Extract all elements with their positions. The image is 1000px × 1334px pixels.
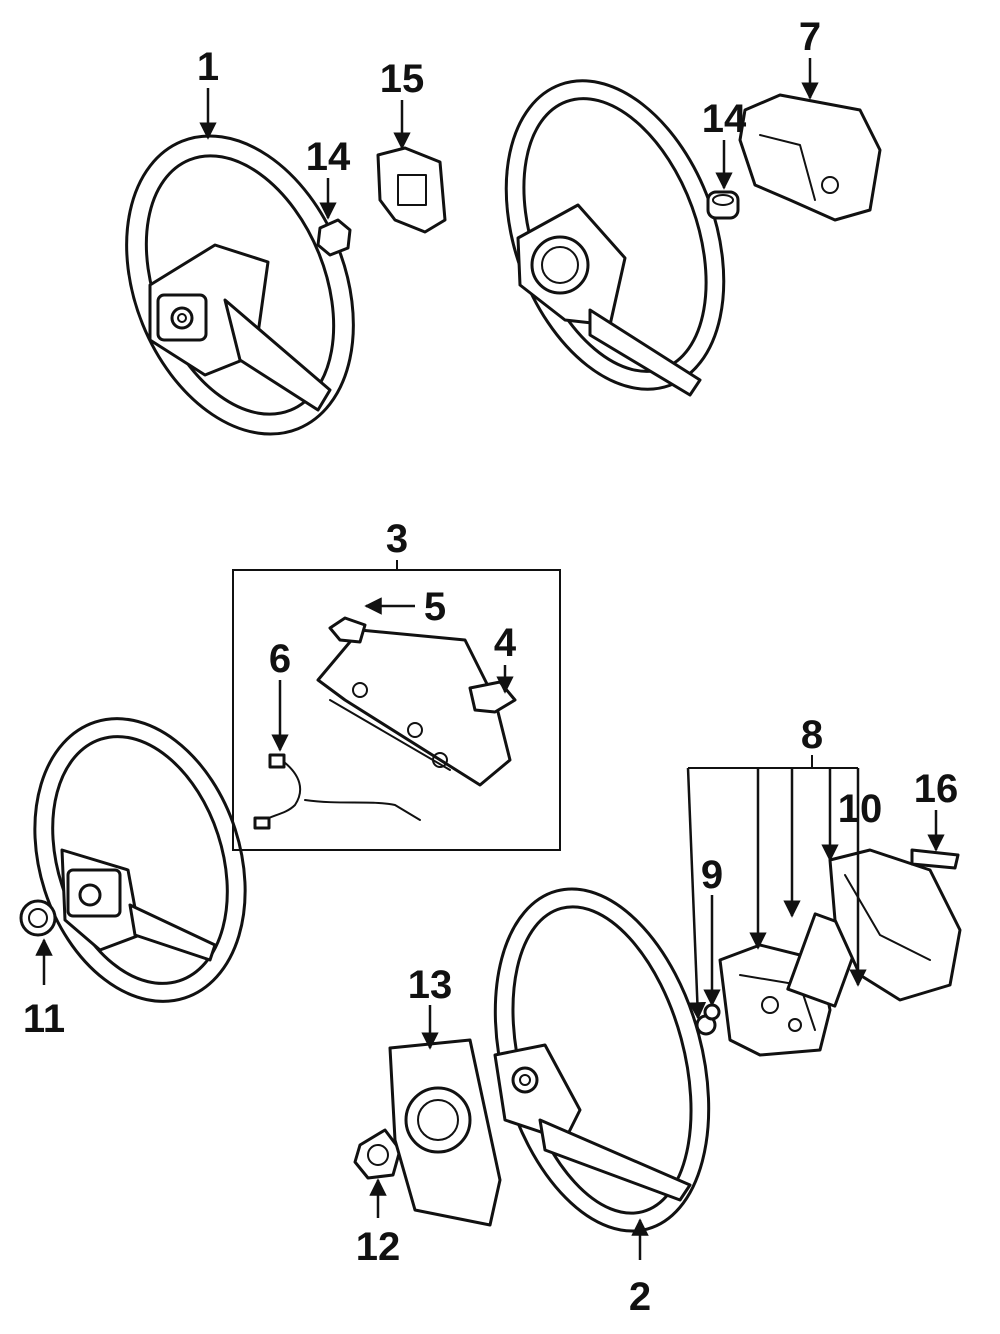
steering-wheel-top-right <box>504 79 726 397</box>
callout-13: 13 <box>408 963 453 1007</box>
nut-14-right <box>706 190 740 220</box>
callout-11: 11 <box>23 997 65 1041</box>
steering-wheel-1 <box>125 134 355 436</box>
steering-wheel-middle-left <box>33 717 247 1003</box>
steering-wheel-2 <box>493 887 711 1233</box>
plate-13 <box>388 1038 502 1227</box>
callout-16: 16 <box>914 767 959 811</box>
callout-14-left: 14 <box>306 135 351 179</box>
callout-15: 15 <box>380 57 425 101</box>
horn-pad-10 <box>828 848 962 1002</box>
nut-14-left <box>316 218 352 257</box>
callout-3: 3 <box>386 517 408 561</box>
callout-10: 10 <box>838 787 883 831</box>
horn-pad-3 <box>316 628 512 787</box>
retainer-11 <box>19 899 57 937</box>
callout-2: 2 <box>629 1275 651 1319</box>
horn-pad-kit-box <box>232 560 561 851</box>
callout-1: 1 <box>197 45 219 89</box>
nut-9 <box>695 1003 721 1036</box>
retainer-12 <box>353 1128 402 1180</box>
callout-12: 12 <box>356 1225 401 1269</box>
callout-7: 7 <box>799 15 821 59</box>
callout-5: 5 <box>424 585 446 629</box>
emblem-16 <box>910 848 960 870</box>
leader-lines <box>35 58 945 1260</box>
callout-4: 4 <box>494 621 517 665</box>
callout-6: 6 <box>269 637 291 681</box>
bracket-15 <box>376 146 447 234</box>
horn-wire-6 <box>253 753 421 830</box>
callout-14-right: 14 <box>702 97 747 141</box>
callout-8: 8 <box>801 713 823 757</box>
callout-labels: 1 14 15 14 7 3 5 4 6 8 16 10 9 11 13 12 … <box>23 15 958 1319</box>
emblem-4 <box>468 680 517 714</box>
pad-7 <box>738 93 882 222</box>
clip-5 <box>328 616 367 644</box>
callout-9: 9 <box>701 853 723 897</box>
